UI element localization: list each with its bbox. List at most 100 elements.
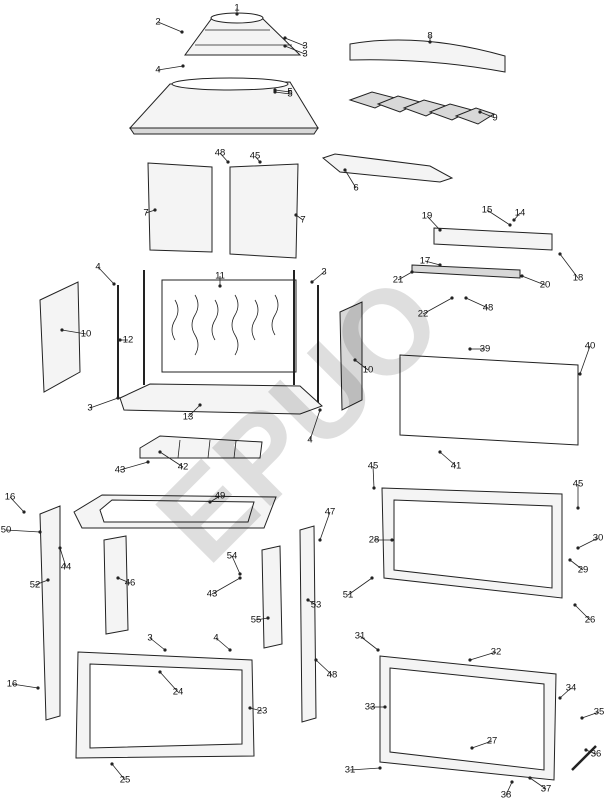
leader-line [219,152,229,163]
leader-line [579,345,591,375]
part-number-45: 45 [573,479,584,490]
fastener-dot [464,296,468,300]
part-number-3: 3 [302,41,307,52]
leader-line [354,359,369,371]
leader-line [569,559,584,571]
leader-line [9,496,25,513]
glass-panel [399,354,579,446]
leader-line [61,329,87,335]
ash-grate [139,435,263,459]
part-number-46: 46 [125,578,136,589]
leader-line [479,111,496,119]
leader-line [521,275,546,286]
part-number-24: 24 [173,687,184,698]
fastener-dot [163,648,167,652]
leader-line [422,297,453,315]
fastener-dot [558,252,562,256]
part-number-6: 6 [353,183,358,194]
leader-line [34,579,49,586]
leader-line [581,711,600,719]
part-number-50: 50 [1,525,12,536]
leader-line [529,777,547,790]
part-number-17: 17 [420,256,431,267]
part-number-7: 7 [143,208,148,219]
part-number-48: 48 [483,303,494,314]
fastener-dot [226,160,230,164]
leader-line [159,451,184,468]
part-number-38: 38 [501,790,512,800]
part-number-32: 32 [491,647,502,658]
part-number-26: 26 [585,615,596,626]
fastener-dot [118,338,122,342]
leader-line [315,659,333,676]
leader-line [11,683,39,689]
leader-line [284,37,306,47]
part-number-9: 9 [492,113,497,124]
leader-line [424,260,441,266]
part-number-31: 31 [355,631,366,642]
leader-line [574,604,591,621]
part-number-20: 20 [540,280,551,291]
fastener-dot [438,263,442,267]
part-number-49: 49 [215,491,226,502]
fastener-dot [512,218,516,222]
part-number-27: 27 [487,736,498,747]
fastener-dot [468,347,472,351]
fastener-dot [283,36,287,40]
leader-line [319,511,331,541]
fastener-dot [508,223,512,227]
fastener-dot [584,748,588,752]
leader-line [149,637,166,651]
fastener-dot [520,274,524,278]
fastener-dot [528,776,532,780]
support-rods [117,270,319,405]
part-number-48: 48 [215,148,226,159]
part-number-28: 28 [369,535,380,546]
part-number-1: 1 [234,3,239,14]
leader-line [426,215,441,231]
fastener-dot [248,706,252,710]
part-number-47: 47 [325,507,336,518]
fastener-dot [318,408,322,412]
fastener-dot [60,328,64,332]
part-number-52: 52 [30,580,41,591]
part-number-44: 44 [61,562,72,573]
leader-line [211,577,241,595]
fastener-dot [438,450,442,454]
fastener-dot [470,746,474,750]
fastener-dot [294,213,298,217]
leader-line [111,763,126,781]
part-number-34: 34 [566,683,577,694]
fastener-dot [112,282,116,286]
leader-line [349,767,381,771]
fastener-dot [116,576,120,580]
fastener-dot [110,762,114,766]
fastener-dot [266,616,270,620]
fastener-dot [181,64,185,68]
fastener-dot [283,44,287,48]
part-number-11: 11 [215,271,225,282]
part-number-48: 48 [327,670,338,681]
fastener-dot [450,296,454,300]
side-rails [39,505,317,723]
fastener-dot [208,500,212,504]
fire-back-panel [161,279,297,373]
part-number-45: 45 [250,151,261,162]
leader-line [559,687,572,699]
leader-line [372,465,375,489]
part-number-23: 23 [257,706,268,717]
hood-lower [128,77,319,135]
fastener-dot [146,460,150,464]
fastener-dot [318,538,322,542]
fastener-dot [235,12,239,16]
door-frame-right [379,655,557,781]
fastener-dot [116,396,120,400]
side-panels [147,162,299,259]
part-number-4: 4 [213,633,218,644]
firebox-floor [119,383,323,415]
fastener-dot [353,358,357,362]
part-number-54: 54 [227,551,238,562]
legs [103,535,283,649]
part-number-14: 14 [515,208,526,219]
part-number-13: 13 [183,412,194,423]
